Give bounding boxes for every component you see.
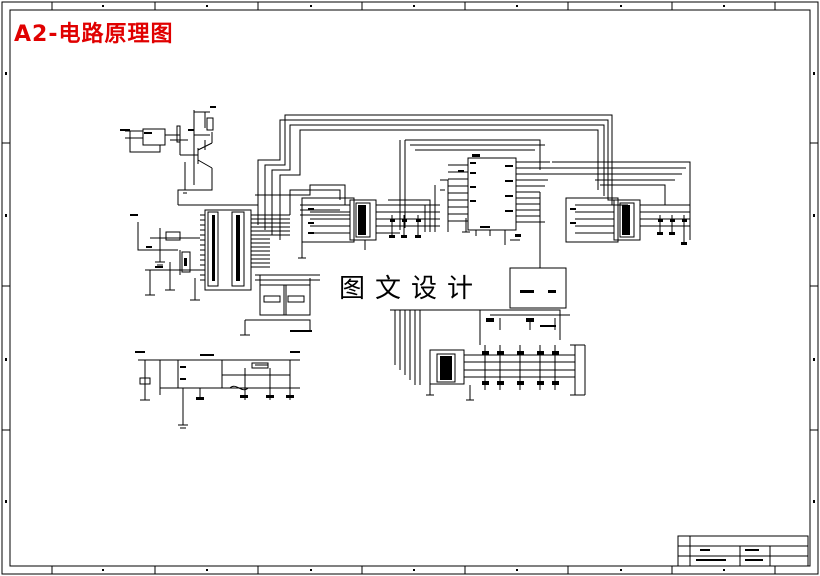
power-section xyxy=(135,351,300,429)
title-block xyxy=(677,535,809,567)
transistor-section xyxy=(120,106,216,205)
led-section xyxy=(390,267,586,401)
sheet-title: A2-电路原理图 xyxy=(14,22,174,47)
watermark-text: 图文设计 xyxy=(326,272,496,306)
relay-section xyxy=(240,274,320,336)
signal-bus xyxy=(255,114,628,240)
driver-left xyxy=(298,197,440,259)
mcu-block xyxy=(130,194,290,301)
driver-right xyxy=(565,179,690,245)
